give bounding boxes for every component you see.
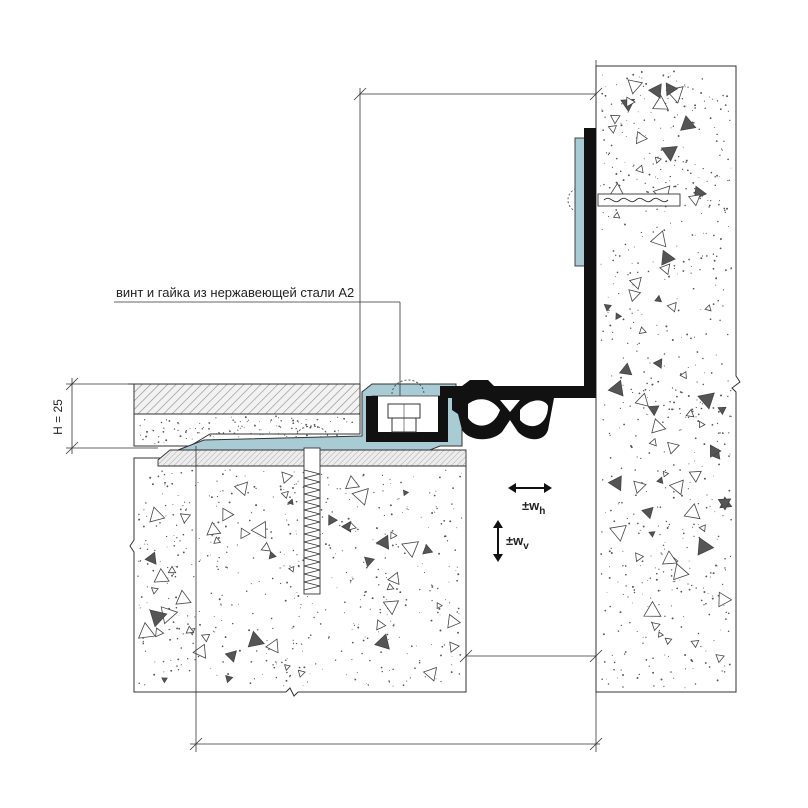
arrow-up-icon bbox=[493, 520, 503, 528]
arrow-right-icon bbox=[544, 483, 552, 493]
arrow-left-icon bbox=[508, 483, 516, 493]
wall bbox=[595, 65, 741, 693]
concrete-texture-left bbox=[137, 469, 463, 687]
floor-slab bbox=[129, 457, 467, 697]
vertical-movement-label: ±wv bbox=[506, 533, 529, 552]
arrow-down-icon bbox=[493, 554, 503, 562]
wall-flange-plate bbox=[574, 137, 586, 267]
height-dimension-label: H = 25 bbox=[51, 399, 65, 435]
vertical-movement-indicator: ±wv bbox=[493, 520, 529, 562]
callout-label: винт и гайка из нержавеющей стали А2 bbox=[116, 285, 354, 300]
insert-chamber-left bbox=[468, 399, 500, 426]
insert-chamber-right bbox=[520, 400, 548, 427]
stainless-nut bbox=[387, 403, 421, 433]
horizontal-movement-indicator: ±wh bbox=[508, 483, 552, 517]
concrete-texture-right bbox=[600, 70, 733, 689]
insert-gap bbox=[500, 400, 520, 412]
horizontal-movement-label: ±wh bbox=[522, 498, 545, 517]
floor-tile-layer bbox=[133, 383, 361, 415]
floor-anchor-screw bbox=[295, 425, 329, 595]
nut-channel bbox=[366, 396, 448, 442]
dimension-lines bbox=[65, 60, 603, 752]
bolt-marker-circle bbox=[391, 379, 425, 395]
rubber-insert bbox=[440, 128, 596, 440]
wall-dowel bbox=[597, 193, 681, 207]
